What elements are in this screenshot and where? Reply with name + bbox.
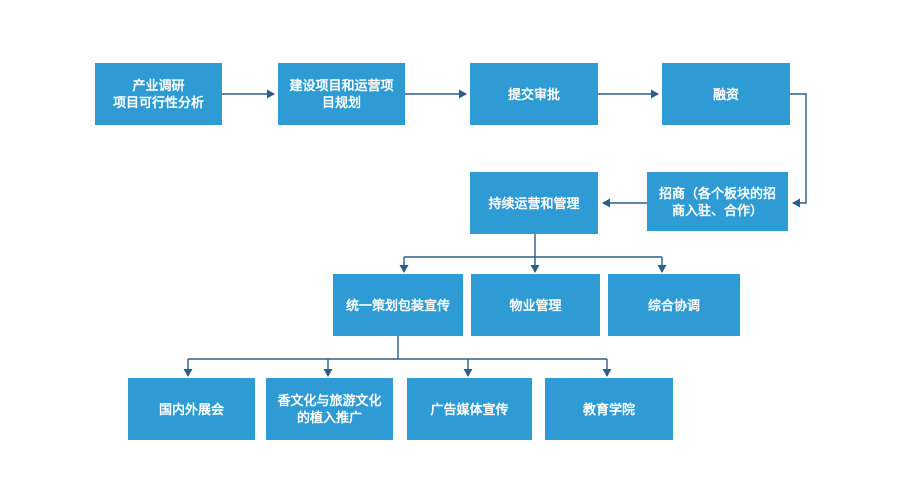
- node-coordination: 综合协调: [608, 274, 740, 336]
- node-culture: 香文化与旅游文化 的植入推广: [266, 378, 393, 440]
- edge-financing-investment: [790, 93, 807, 208]
- node-approval-label: 提交审批: [507, 86, 560, 102]
- node-approval: 提交审批: [470, 63, 598, 125]
- node-survey-label: 产业调研 项目可行性分析: [112, 78, 204, 110]
- node-culture-label: 香文化与旅游文化 的植入推广: [277, 393, 382, 425]
- node-college-label: 教育学院: [582, 401, 635, 417]
- node-planning-label: 建设项目和运营项 目规划: [289, 78, 394, 110]
- node-branding-label: 统一策划包装宣传: [345, 297, 450, 313]
- node-operation-label: 持续运营和管理: [488, 195, 580, 211]
- node-property: 物业管理: [471, 274, 600, 336]
- node-financing: 融资: [662, 63, 790, 125]
- node-planning: 建设项目和运营项 目规划: [278, 63, 405, 125]
- node-investment-label: 招商（各个板块的招 商入驻、合作）: [658, 185, 776, 218]
- node-college: 教育学院: [545, 378, 673, 440]
- node-exhibitions-label: 国内外展会: [158, 401, 224, 417]
- node-investment: 招商（各个板块的招 商入驻、合作）: [647, 172, 788, 231]
- node-advertising-label: 广告媒体宣传: [430, 401, 509, 417]
- node-branding: 统一策划包装宣传: [333, 274, 463, 336]
- node-advertising: 广告媒体宣传: [407, 378, 532, 440]
- node-property-label: 物业管理: [509, 297, 562, 313]
- node-coordination-label: 综合协调: [647, 297, 700, 313]
- node-survey: 产业调研 项目可行性分析: [95, 63, 222, 125]
- node-operation: 持续运营和管理: [470, 172, 598, 234]
- node-financing-label: 融资: [712, 86, 739, 102]
- node-exhibitions: 国内外展会: [128, 378, 255, 440]
